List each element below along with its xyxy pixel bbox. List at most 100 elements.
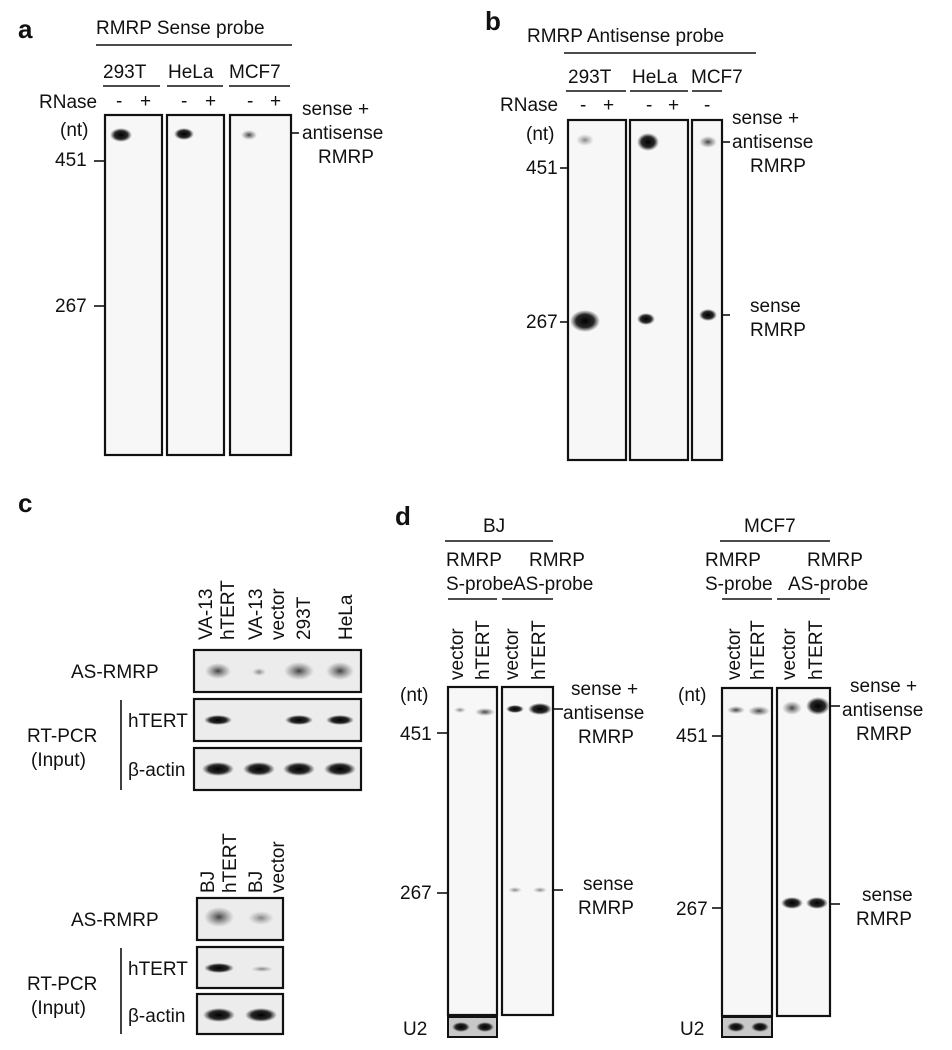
- panel-b-sign: -: [646, 95, 652, 116]
- marker-a-451: 451: [55, 150, 87, 171]
- band-c: [204, 907, 234, 927]
- marker-b-451: 451: [526, 158, 558, 179]
- panel-d-band-top-line2: antisense: [563, 703, 644, 724]
- u2-gel-mcf7: [721, 1016, 773, 1038]
- marker-d-451: 451: [400, 724, 432, 745]
- band-c: [326, 715, 354, 725]
- gel-d-mcf7-as: [775, 686, 832, 1018]
- band-d: [454, 707, 466, 713]
- probe-label-d: RMRP: [446, 550, 502, 571]
- panel-a: a RMRP Sense probe 293T HeLa MCF7 RNase …: [18, 14, 383, 457]
- gel-a-mcf7: [228, 113, 293, 457]
- band-d: [727, 1022, 745, 1032]
- group-label-mcf7: MCF7: [744, 516, 796, 537]
- band-c: [204, 963, 234, 973]
- panel-c: c VA-13 hTERT VA-13 vector 293T HeLa AS-…: [18, 488, 363, 1036]
- panel-label-c: c: [18, 488, 32, 518]
- band-a-293t: [110, 128, 132, 142]
- panel-b-band-top-line1: sense +: [732, 108, 799, 129]
- band-b-mcf7-lower: [699, 309, 717, 321]
- band-c: [284, 662, 314, 680]
- panel-a-rnase-label: RNase: [39, 92, 97, 113]
- lane-label-d: hTERT: [473, 620, 494, 680]
- panel-d-band-bottom-line2: RMRP: [578, 898, 634, 919]
- panel-d-unit: (nt): [400, 685, 429, 706]
- lane-label-d: hTERT: [748, 620, 769, 680]
- band-c: [251, 966, 273, 972]
- gel-d-bj-as: [500, 685, 555, 1017]
- u2-label-bj: U2: [403, 1019, 427, 1040]
- panel-d-mcf7-unit: (nt): [678, 685, 707, 706]
- probe-label-d: AS-probe: [513, 574, 593, 595]
- band-c: [243, 762, 275, 776]
- band-d: [782, 701, 802, 715]
- panel-a-sign: -: [247, 91, 253, 112]
- band-a-hela: [174, 128, 194, 140]
- band-d: [727, 706, 745, 714]
- band-d: [806, 897, 828, 909]
- panel-b-sign: -: [580, 95, 586, 116]
- probe-label-d: AS-probe: [788, 574, 868, 595]
- panel-a-sign: -: [181, 91, 187, 112]
- gel-d-bj-s: [446, 685, 499, 1017]
- u2-label-mcf7: U2: [680, 1019, 704, 1040]
- marker-a-267: 267: [55, 296, 87, 317]
- panel-d-band-bottom-line1: sense: [583, 874, 634, 895]
- panel-a-sign: +: [205, 91, 216, 112]
- band-d: [452, 1022, 470, 1032]
- band-d: [806, 697, 830, 715]
- panel-a-sign: -: [116, 91, 122, 112]
- panel-b-title: RMRP Antisense probe: [527, 26, 724, 47]
- panel-d-mcf7-band-top-line3: RMRP: [856, 724, 912, 745]
- lane-label-d: vector: [447, 628, 468, 680]
- panel-label-b: b: [485, 6, 501, 36]
- band-b-293t-upper: [576, 134, 594, 146]
- band-c: [203, 1008, 235, 1022]
- rt-pcr-label-bj: RT-PCR: [27, 974, 97, 995]
- lane-label-d: vector: [724, 628, 745, 680]
- probe-label-d: RMRP: [529, 550, 585, 571]
- row-label-bj-actin: β-actin: [128, 1006, 185, 1027]
- band-d: [476, 1022, 494, 1032]
- panel-b-sign: -: [704, 95, 710, 116]
- panel-b-band-bottom-line1: sense: [750, 296, 801, 317]
- panel-b-rnase-label: RNase: [500, 95, 558, 116]
- rt-pcr-input-label: (Input): [31, 750, 86, 771]
- panel-d-mcf7-band-top-line2: antisense: [842, 700, 923, 721]
- band-c: [204, 715, 232, 725]
- panel-d-mcf7-band-bottom-line2: RMRP: [856, 909, 912, 930]
- band-d: [781, 897, 803, 909]
- marker-d-mcf7-451: 451: [676, 726, 708, 747]
- band-c: [205, 663, 231, 679]
- panel-d-mcf7-band-bottom-line1: sense: [862, 885, 913, 906]
- lane-label-d: hTERT: [806, 620, 827, 680]
- row-label-as-rmrp: AS-RMRP: [71, 662, 159, 683]
- band-b-mcf7-upper: [699, 136, 717, 148]
- panel-b-band-top-line3: RMRP: [750, 156, 806, 177]
- band-c: [202, 762, 234, 776]
- band-b-hela-upper: [637, 133, 659, 151]
- panel-d-mcf7-band-top-line1: sense +: [850, 676, 917, 697]
- row-label-bj-as-rmrp: AS-RMRP: [71, 910, 159, 931]
- marker-b-267: 267: [526, 312, 558, 333]
- lane-label-d: vector: [502, 628, 523, 680]
- marker-d-mcf7-267: 267: [676, 899, 708, 920]
- lane-label-d: hTERT: [529, 620, 550, 680]
- panel-d: d BJ RMRP S-probe RMRP AS-probe vector h…: [395, 501, 923, 1040]
- gel-b-hela: [628, 118, 690, 462]
- gel-a-293t: [103, 113, 164, 457]
- band-c: [283, 762, 315, 776]
- panel-d-band-top-line1: sense +: [571, 679, 638, 700]
- band-d: [528, 703, 552, 715]
- gel-b-293t: [566, 118, 628, 462]
- panel-b-sign: +: [668, 95, 679, 116]
- lane-label-c: VA-13: [196, 589, 217, 640]
- panel-label-a: a: [18, 14, 33, 44]
- band-d: [508, 887, 522, 893]
- band-a-mcf7: [241, 130, 257, 140]
- panel-label-d: d: [395, 501, 411, 531]
- band-c: [252, 668, 266, 676]
- band-d: [751, 1022, 769, 1032]
- panel-b-unit: (nt): [526, 124, 555, 145]
